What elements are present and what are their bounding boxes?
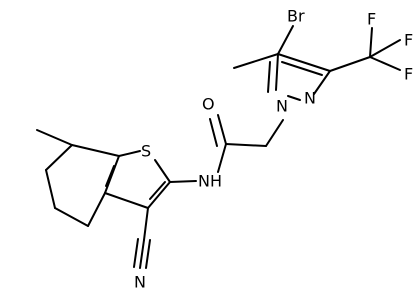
bond <box>313 70 331 95</box>
bond <box>281 61 323 76</box>
bonds <box>36 25 401 269</box>
bond <box>154 159 171 183</box>
bond <box>275 53 279 91</box>
bond <box>287 95 301 101</box>
bond <box>45 169 56 209</box>
bond <box>225 143 267 147</box>
bond <box>104 192 149 209</box>
bond <box>277 53 331 72</box>
bond <box>369 39 401 58</box>
bond <box>54 207 89 227</box>
bond <box>105 165 115 187</box>
bond <box>265 119 284 147</box>
fluorine-atom-icon: F <box>367 10 376 29</box>
nitrogen-atom-icon: N <box>276 97 288 116</box>
amide-nitrogen-icon: NH <box>198 172 222 191</box>
bond <box>87 192 106 227</box>
bond <box>233 53 279 69</box>
bond <box>104 155 120 194</box>
bond <box>169 180 197 183</box>
bond <box>71 144 120 157</box>
nitrogen-atom-icon: N <box>304 89 316 108</box>
bond <box>45 144 73 171</box>
bond <box>369 56 401 71</box>
bond <box>149 181 166 200</box>
nitrile-nitrogen-icon: N <box>134 273 146 292</box>
oxygen-atom-icon: O <box>202 95 215 114</box>
bond <box>277 25 294 55</box>
bond <box>145 239 151 269</box>
bond <box>118 150 141 157</box>
bond <box>217 143 227 173</box>
sulfur-atom-icon: S <box>141 142 151 161</box>
bond <box>133 238 139 268</box>
fluorine-atom-icon: F <box>404 31 413 50</box>
bond <box>143 207 149 241</box>
bond <box>209 118 218 147</box>
bond <box>36 129 73 146</box>
bond <box>267 61 271 93</box>
bond <box>217 114 227 145</box>
bond <box>329 56 371 72</box>
bond <box>369 27 373 58</box>
bromine-atom-icon: Br <box>287 7 305 26</box>
fluorine-atom-icon: F <box>404 65 413 84</box>
atom-labels: Br F F F O N N S NH N <box>134 7 413 292</box>
bond <box>139 239 145 269</box>
bond <box>147 181 171 209</box>
